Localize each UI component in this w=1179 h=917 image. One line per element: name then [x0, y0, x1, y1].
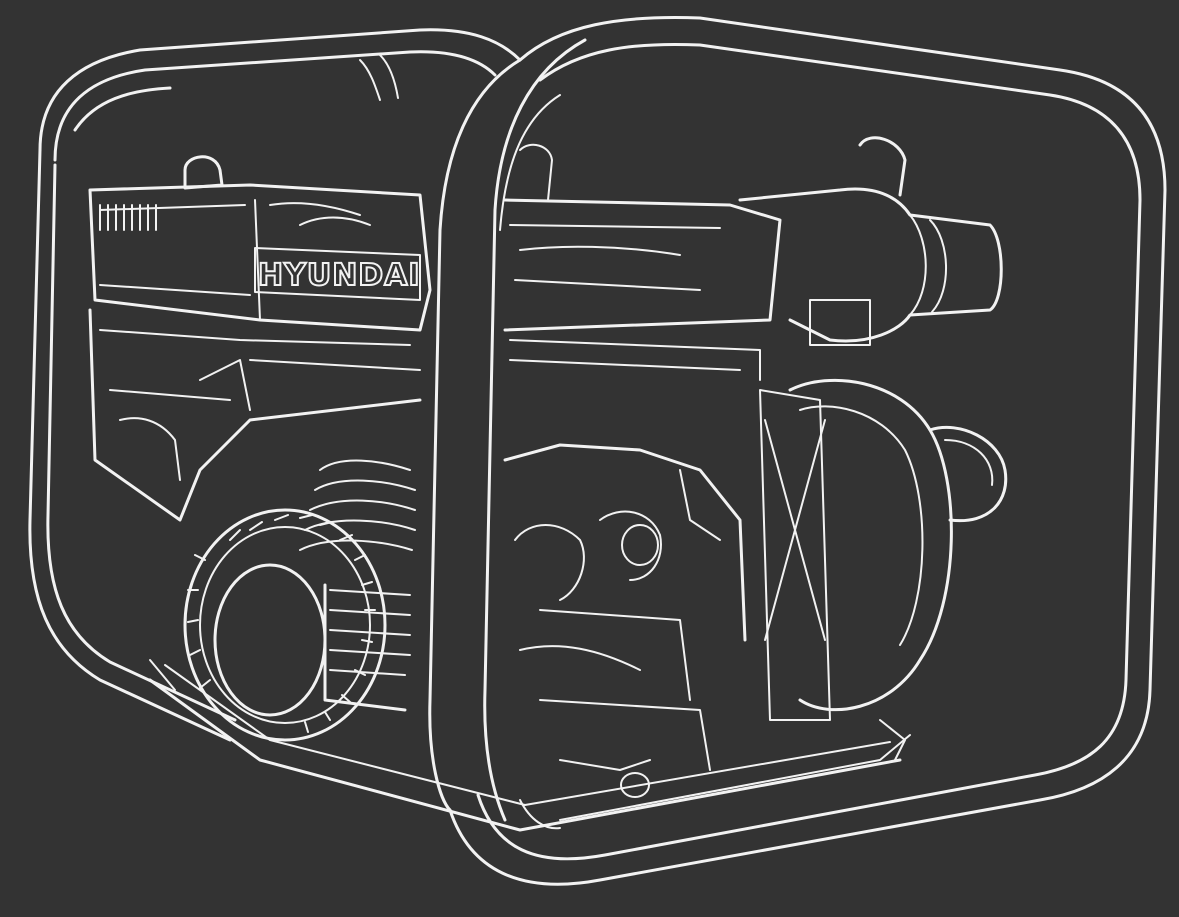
- engine-upper-right: [503, 143, 782, 381]
- brand-plate: HYUNDAI: [254, 247, 421, 301]
- brand-label: HYUNDAI: [258, 258, 421, 293]
- engine-block: [88, 308, 422, 522]
- pump-outlet: [738, 136, 1003, 346]
- engine-lower-details: [503, 443, 747, 798]
- frame-front-loop: [428, 16, 1167, 886]
- base-skid: [148, 664, 911, 832]
- frame-brackets: [149, 659, 906, 830]
- cylinder-fins: [299, 459, 416, 712]
- frame-back-loop: [28, 28, 522, 742]
- recoil-starter: [183, 508, 387, 742]
- pump-volute: [759, 378, 1008, 721]
- fuel-tank: [88, 155, 432, 332]
